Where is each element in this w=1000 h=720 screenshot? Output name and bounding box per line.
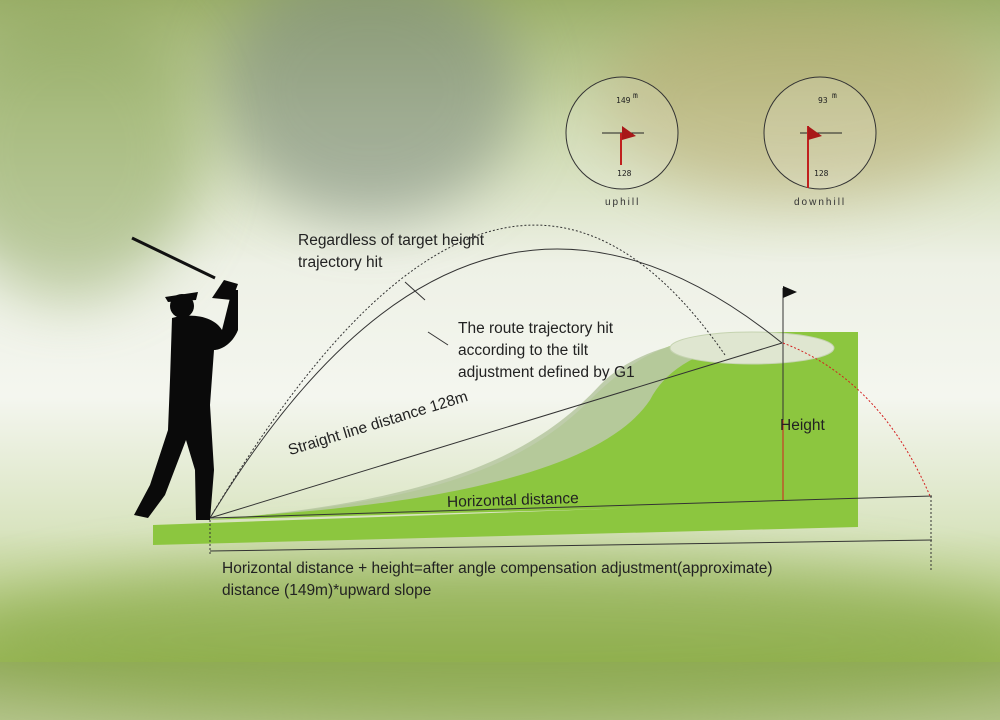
pointer (427, 331, 449, 346)
golfer-silhouette (131, 236, 238, 520)
route-label-2: according to the tilt (458, 342, 589, 359)
diagram (131, 76, 933, 570)
hill-shade (260, 337, 760, 515)
height-label: Height (780, 417, 825, 434)
route-label-1: The route trajectory hit (458, 320, 614, 337)
uphill-distance: 128 (617, 169, 632, 178)
background-blur (220, 0, 520, 220)
downhill-reading: 93 (818, 96, 828, 105)
downhill-unit: m (832, 91, 837, 100)
flag-icon (783, 286, 797, 298)
ground-strip (153, 500, 858, 545)
background-blur (0, 0, 200, 300)
horizontal-line (209, 495, 933, 519)
downhill-scope (763, 76, 877, 190)
straight-line (209, 342, 783, 519)
uphill-reading: 149 (616, 96, 631, 105)
green (669, 331, 835, 365)
downhill-label: downhill (794, 197, 847, 208)
route-label-3: adjustment defined by G1 (458, 364, 635, 381)
uphill-unit: m (633, 91, 638, 100)
hill (200, 332, 858, 520)
red-trajectory (782, 342, 931, 497)
uphill-label: uphill (605, 197, 641, 208)
uphill-scope (565, 76, 679, 190)
regardless-label-1: Regardless of target height (298, 232, 485, 249)
downhill-distance: 128 (814, 169, 829, 178)
formula-line-1: Horizontal distance + height=after angle… (222, 560, 773, 577)
regardless-label-2: trajectory hit (298, 254, 383, 271)
horizontal-distance-label: Horizontal distance (446, 490, 580, 511)
route-trajectory (209, 248, 783, 519)
dotted-trajectory (209, 224, 726, 519)
formula-line-2: distance (149m)*upward slope (222, 582, 432, 599)
bottom-line (209, 539, 933, 552)
pointer (404, 281, 426, 301)
